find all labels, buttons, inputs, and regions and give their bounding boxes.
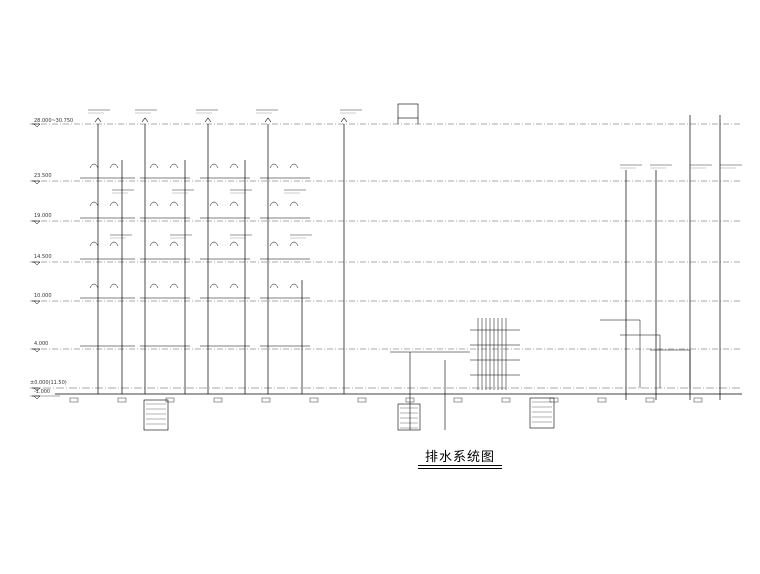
vent-cap-2	[141, 117, 149, 123]
trap-symbol-b-1-3	[109, 241, 119, 247]
title-underline-thin	[418, 468, 502, 469]
level-marker-roof	[33, 123, 41, 128]
vent-cap-1	[94, 117, 102, 123]
title-underline	[418, 465, 502, 466]
trap-symbol-b-4-1	[289, 163, 299, 169]
trap-symbol-1-4	[89, 283, 99, 289]
cleanout-2	[117, 397, 127, 403]
vent-cap-5	[340, 117, 348, 123]
level-marker-base	[33, 395, 41, 400]
trap-symbol-b-3-3	[229, 241, 239, 247]
level-marker-l3	[33, 261, 41, 266]
diagram-title: 排水系统图	[424, 450, 495, 465]
cleanout-5	[261, 397, 271, 403]
trap-symbol-3-2	[209, 201, 219, 207]
trap-symbol-4-2	[269, 201, 279, 207]
cleanout-13	[645, 397, 655, 403]
cleanout-1	[69, 397, 79, 403]
level-label-l2: 10.000	[34, 293, 52, 299]
trap-symbol-2-2	[149, 201, 159, 207]
cleanout-10	[501, 397, 511, 403]
trap-symbol-b-1-1	[109, 163, 119, 169]
trap-symbol-b-3-1	[229, 163, 239, 169]
trap-symbol-b-2-2	[169, 201, 179, 207]
cleanout-6	[309, 397, 319, 403]
level-marker-ground	[33, 387, 41, 392]
trap-symbol-3-4	[209, 283, 219, 289]
level-label-base: -1.000	[34, 389, 51, 395]
trap-symbol-b-2-3	[169, 241, 179, 247]
level-marker-l4	[33, 220, 41, 225]
roof-tank-box	[397, 103, 419, 119]
level-label-roof: 28.000~30.750	[34, 118, 74, 124]
trap-symbol-4-4	[269, 283, 279, 289]
sump-pit-center	[397, 403, 421, 431]
trap-symbol-b-1-4	[109, 283, 119, 289]
level-label-l5: 23.500	[34, 173, 52, 179]
level-label-l4: 19.000	[34, 213, 52, 219]
trap-symbol-2-1	[149, 163, 159, 169]
trap-symbol-1-3	[89, 241, 99, 247]
trap-symbol-b-1-2	[109, 201, 119, 207]
trap-symbol-1-2	[89, 201, 99, 207]
cleanout-12	[597, 397, 607, 403]
trap-symbol-3-3	[209, 241, 219, 247]
level-marker-l5	[33, 180, 41, 185]
trap-symbol-4-3	[269, 241, 279, 247]
level-label-l3: 14.500	[34, 254, 52, 260]
trap-symbol-b-4-2	[289, 201, 299, 207]
cleanout-8	[405, 397, 415, 403]
trap-symbol-2-4	[149, 283, 159, 289]
cleanout-11	[549, 397, 559, 403]
trap-symbol-1-1	[89, 163, 99, 169]
cleanout-4	[213, 397, 223, 403]
trap-symbol-3-1	[209, 163, 219, 169]
cleanout-3	[165, 397, 175, 403]
trap-symbol-2-3	[149, 241, 159, 247]
vent-cap-4	[264, 117, 272, 123]
trap-symbol-b-4-4	[289, 283, 299, 289]
level-label-l1: 4.000	[34, 341, 49, 347]
level-marker-l1	[33, 348, 41, 353]
trap-symbol-b-2-1	[169, 163, 179, 169]
level-marker-l2	[33, 300, 41, 305]
sump-pit-left	[143, 399, 169, 431]
trap-symbol-b-4-3	[289, 241, 299, 247]
vent-cap-3	[204, 117, 212, 123]
cleanout-9	[453, 397, 463, 403]
trap-symbol-b-3-2	[229, 201, 239, 207]
trap-symbol-b-3-4	[229, 283, 239, 289]
trap-symbol-4-1	[269, 163, 279, 169]
cleanout-14	[693, 397, 703, 403]
cleanout-7	[357, 397, 367, 403]
sump-pit-right	[529, 397, 555, 429]
level-label-ground: ±0.000(11.50)	[30, 380, 67, 386]
trap-symbol-b-2-4	[169, 283, 179, 289]
